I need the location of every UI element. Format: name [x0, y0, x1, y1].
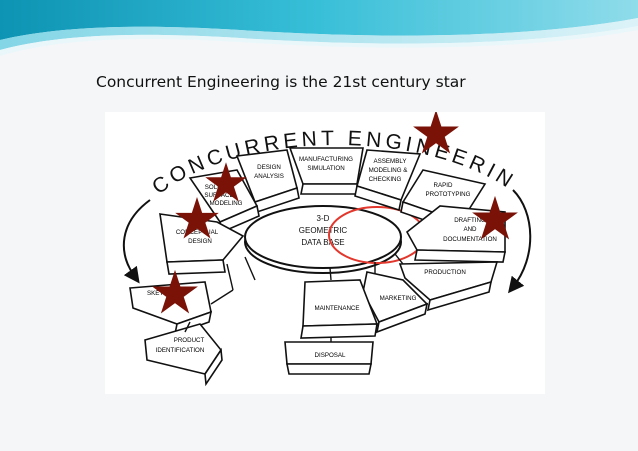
svg-text:MARKETING: MARKETING [380, 295, 417, 302]
svg-text:MAINTENANCE: MAINTENANCE [314, 305, 359, 312]
svg-text:ANALYSIS: ANALYSIS [254, 173, 284, 180]
diagram-svg: CONCURRENT ENGINEERING 3-D GEOMETRIC DAT… [95, 94, 532, 387]
star-icon-drafting [472, 195, 518, 240]
segment-manufacturing: MANUFACTURING SIMULATION [288, 147, 364, 195]
svg-text:MODELING: MODELING [209, 200, 242, 207]
svg-text:AND: AND [463, 226, 477, 233]
segment-drafting: DRAFTING AND DOCUMENTATION [405, 205, 506, 263]
hub-label-line3: DATA BASE [301, 238, 344, 247]
svg-text:PROTOTYPING: PROTOTYPING [426, 191, 471, 198]
svg-text:RAPID: RAPID [434, 182, 453, 189]
svg-text:DESIGN: DESIGN [188, 238, 212, 245]
svg-text:SOLID &: SOLID & [205, 184, 230, 191]
top-banner-swoosh [0, 0, 638, 56]
star-icon-conceptual-design [175, 197, 219, 239]
svg-text:DRAFTING: DRAFTING [454, 217, 486, 224]
svg-text:DOCUMENTATION: DOCUMENTATION [443, 236, 497, 243]
slide-title: Concurrent Engineering is the 21st centu… [96, 73, 466, 91]
segment-maintenance: MAINTENANCE [300, 279, 379, 339]
segment-production: PRODUCTION [398, 261, 499, 312]
svg-text:CHECKING: CHECKING [369, 176, 402, 183]
svg-text:MANUFACTURING: MANUFACTURING [299, 156, 353, 163]
svg-text:PRODUCT: PRODUCT [174, 337, 205, 344]
hub-label-line2: GEOMETRIC [299, 226, 348, 235]
svg-text:ASSEMBLY: ASSEMBLY [374, 158, 407, 165]
svg-text:DESIGN: DESIGN [257, 164, 281, 171]
segment-disposal: DISPOSAL [284, 341, 374, 375]
concurrent-engineering-diagram: CONCURRENT ENGINEERING 3-D GEOMETRIC DAT… [95, 94, 545, 394]
cycle-arrow-right [508, 189, 532, 294]
hub-disc [244, 205, 402, 269]
svg-text:CONCEPTUAL: CONCEPTUAL [176, 229, 219, 236]
segment-assembly: ASSEMBLY MODELING & CHECKING [354, 149, 422, 212]
svg-text:IDENTIFICATION: IDENTIFICATION [156, 347, 205, 354]
hub-connectors [184, 253, 404, 342]
cycle-arrow-left [122, 199, 151, 284]
segment-marketing: MARKETING [362, 271, 429, 334]
svg-text:DISPOSAL: DISPOSAL [315, 352, 347, 359]
svg-text:PRODUCTION: PRODUCTION [424, 269, 466, 276]
svg-text:SIMULATION: SIMULATION [307, 165, 344, 172]
segment-conceptual-design: CONCEPTUAL DESIGN [159, 213, 245, 275]
segment-product-identification: PRODUCT IDENTIFICATION [144, 323, 223, 387]
star-icon-engineering [413, 109, 459, 154]
star-icon-sketching [152, 269, 198, 314]
svg-text:MODELING &: MODELING & [369, 167, 409, 174]
hub-label-line1: 3-D [317, 214, 330, 223]
star-icon-solid-surface [205, 162, 247, 202]
